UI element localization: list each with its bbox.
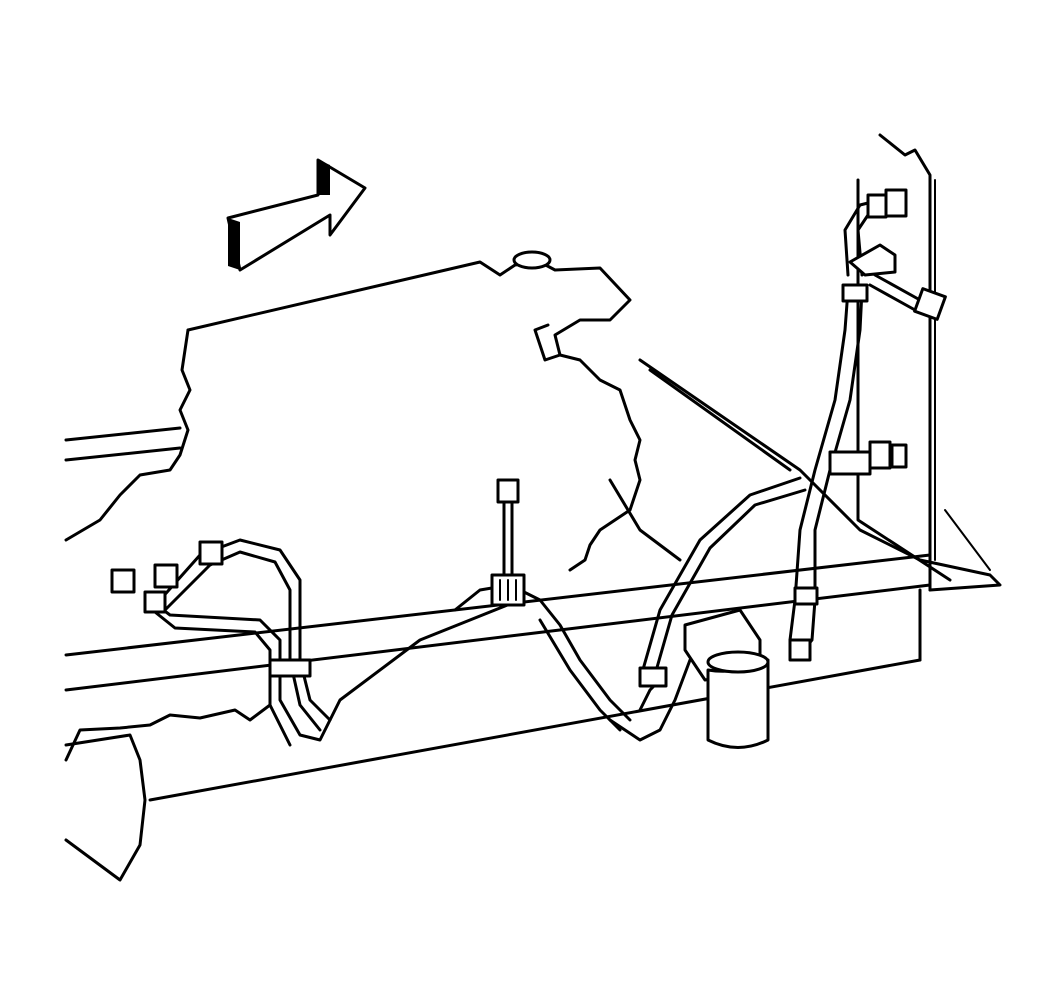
fitting [788,638,812,662]
oil-filter [683,608,770,749]
radiator-nut [890,443,908,469]
hose-clamp [841,283,869,303]
direction-arrow [226,158,367,272]
radiator-fitting [828,450,872,476]
fitting [153,563,179,589]
radiator-nut [884,188,908,218]
frame-rail [64,358,1002,882]
fitting [110,568,136,594]
hose-clamp [793,586,819,606]
cooler-hoses-right [608,188,908,742]
cooler-lines-left [110,538,522,747]
engine-block [64,250,682,762]
fitting [143,590,167,614]
radiator-nut [868,440,892,470]
center-clip [453,573,632,732]
mounting-bolt [496,478,520,577]
line-clip [268,658,312,678]
hose-clamp [638,666,668,688]
radiator-bolt [848,243,947,321]
radiator-fitting [866,193,888,219]
fitting [198,540,224,566]
